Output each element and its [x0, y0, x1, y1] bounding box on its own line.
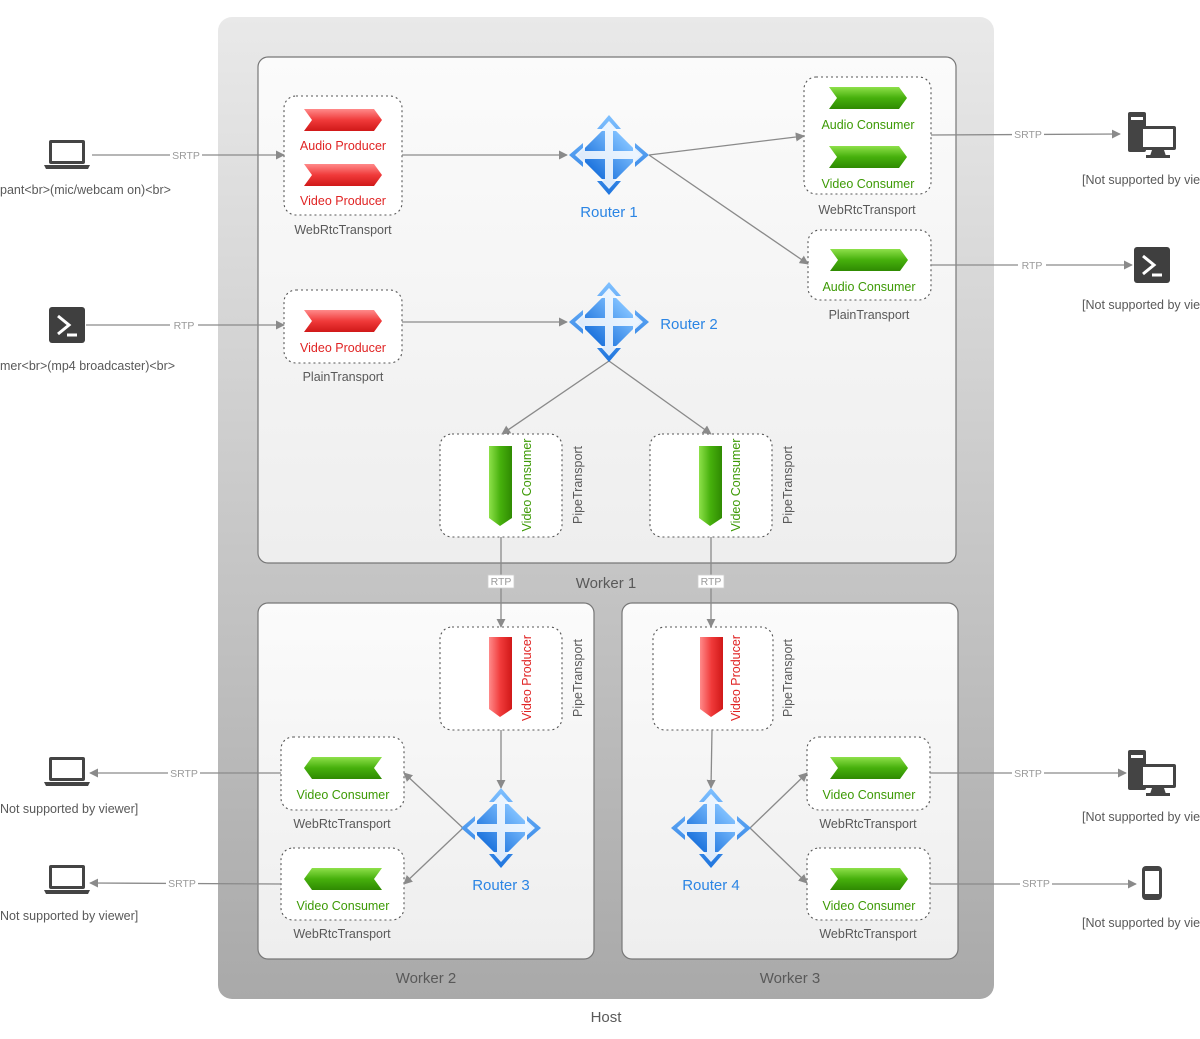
video-consumer-label: Video Consumer [823, 899, 916, 913]
protocol-label: SRTP [172, 150, 200, 162]
terminal-icon [47, 305, 87, 345]
laptop-icon [44, 757, 90, 786]
worker-2-label: Worker 2 [396, 970, 457, 987]
video-producer-label: Video Producer [300, 341, 386, 355]
audio-producer-shape [304, 109, 382, 131]
viewer-label: [Not supported by vie [1082, 173, 1200, 187]
video-consumer-label: Video Consumer [729, 439, 743, 532]
protocol-label: RTP [701, 576, 722, 588]
transport-label: WebRtcTransport [819, 927, 917, 941]
video-producer-shape [304, 164, 382, 186]
protocol-label: SRTP [170, 768, 198, 780]
router3-to-w2a [403, 772, 464, 829]
video-producer-shape [489, 637, 512, 717]
participant-label: pant<br>(mic/webcam on)<br> [0, 183, 171, 197]
video-consumer-shape [829, 146, 907, 168]
router2-to-pipe2 [608, 360, 712, 435]
video-consumer-label: Video Consumer [297, 788, 390, 802]
router-2-label: Router 2 [660, 316, 718, 333]
host-label: Host [591, 1009, 623, 1026]
transport-label: WebRtcTransport [293, 817, 391, 831]
viewer-label: [Not supported by vie [1082, 916, 1200, 930]
streamer-label: mer<br>(mp4 broadcaster)<br> [0, 359, 175, 373]
video-consumer-label: Video Consumer [822, 177, 915, 191]
viewer-label: Not supported by viewer] [0, 802, 138, 816]
router1-to-webrtc [648, 132, 805, 156]
protocol-label: SRTP [168, 878, 196, 890]
router-4-label: Router 4 [682, 877, 740, 894]
protocol-label: RTP [1022, 260, 1043, 272]
desktop-icon [1128, 112, 1176, 158]
video-consumer-shape [830, 868, 908, 890]
transport-label: WebRtcTransport [293, 927, 391, 941]
audio-consumer-shape [830, 249, 908, 271]
protocol-label: SRTP [1014, 129, 1042, 141]
viewer-label: [Not supported by vie [1082, 810, 1200, 824]
transport-label: PipeTransport [571, 638, 585, 717]
router-1-label: Router 1 [580, 204, 638, 221]
transport-label: PlainTransport [303, 370, 384, 384]
protocol-label: RTP [174, 320, 195, 332]
video-consumer-shape [830, 757, 908, 779]
router3-to-w2b [403, 827, 464, 885]
video-producer-label: Video Producer [300, 194, 386, 208]
audio-producer-label: Audio Producer [300, 139, 386, 153]
video-consumer-label: Video Consumer [297, 899, 390, 913]
worker-1-label: Worker 1 [576, 575, 637, 592]
video-consumer-shape [304, 868, 382, 890]
audio-consumer-label: Audio Consumer [821, 118, 914, 132]
router4-to-w3a [749, 772, 808, 829]
audio-consumer-label: Audio Consumer [822, 280, 915, 294]
laptop-icon [44, 865, 90, 894]
video-producer-label: Video Producer [520, 635, 534, 721]
viewer-label: Not supported by viewer] [0, 909, 138, 923]
worker-3-label: Worker 3 [760, 970, 821, 987]
transport-label: PlainTransport [829, 308, 910, 322]
pipe4-to-router4 [706, 729, 716, 789]
transport-label: WebRtcTransport [818, 203, 916, 217]
video-consumer-shape [489, 446, 512, 526]
video-producer-shape [304, 310, 382, 332]
video-consumer-label: Video Consumer [520, 439, 534, 532]
router2-to-pipe1 [501, 360, 610, 435]
transport-label: PipeTransport [781, 445, 795, 524]
terminal-icon [1132, 245, 1172, 285]
router1-to-plain [648, 154, 809, 265]
phone-icon [1142, 866, 1162, 900]
video-consumer-label: Video Consumer [823, 788, 916, 802]
protocol-label: SRTP [1022, 878, 1050, 890]
video-producer-label: Video Producer [729, 635, 743, 721]
audio-consumer-shape [829, 87, 907, 109]
protocol-label: RTP [491, 576, 512, 588]
transport-label: PipeTransport [571, 445, 585, 524]
video-consumer-shape [699, 446, 722, 526]
viewer-label: [Not supported by vie [1082, 298, 1200, 312]
video-producer-shape [700, 637, 723, 717]
desktop-icon [1128, 750, 1176, 796]
transport-label: WebRtcTransport [294, 223, 392, 237]
router4-to-w3b [749, 827, 808, 884]
transport-label: WebRtcTransport [819, 817, 917, 831]
video-consumer-shape [304, 757, 382, 779]
transport-label: PipeTransport [781, 638, 795, 717]
router-3-label: Router 3 [472, 877, 530, 894]
protocol-label: SRTP [1014, 768, 1042, 780]
laptop-icon [44, 140, 90, 169]
